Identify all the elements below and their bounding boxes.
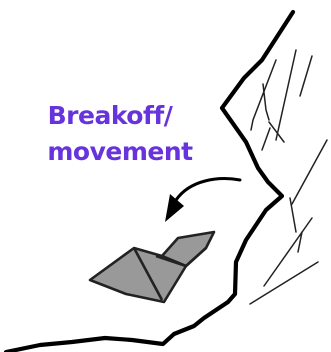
crack-line (262, 128, 270, 150)
rock-cracks (250, 50, 327, 304)
crack-line (251, 60, 276, 130)
breakoff-label-line-1: Breakoff/ (48, 101, 174, 130)
arrow-head-icon (165, 194, 184, 222)
crack-line (276, 50, 296, 140)
crack-line (292, 140, 327, 204)
cliff-outline (6, 12, 293, 352)
movement-arrow (176, 179, 240, 200)
crack-line (250, 262, 318, 304)
crack-line (264, 218, 312, 286)
crack-line (300, 56, 312, 96)
broken-block (90, 232, 214, 302)
crack-line (263, 84, 269, 120)
breakoff-label-line-2: movement (47, 137, 193, 166)
